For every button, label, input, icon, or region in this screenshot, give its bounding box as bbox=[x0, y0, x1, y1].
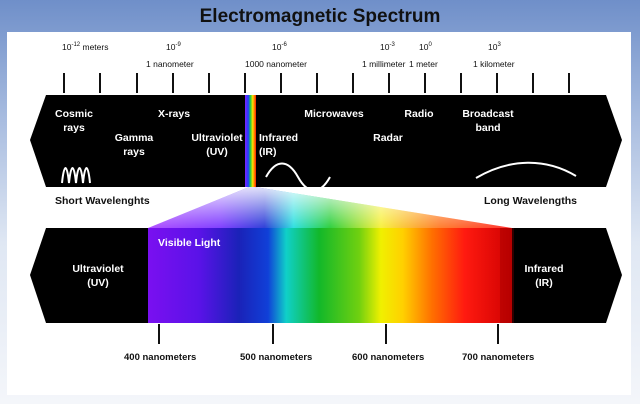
microwaves-label: Microwaves bbox=[304, 108, 364, 120]
top-infrared-label: Infrared(IR) bbox=[259, 132, 299, 158]
scale-tick bbox=[352, 73, 354, 93]
scale-exp-millimeter: 10-3 bbox=[380, 42, 395, 52]
scale-exp-kilometer: 103 bbox=[488, 42, 501, 52]
nm-label-600: 600 nanometers bbox=[352, 352, 425, 363]
scale-tick bbox=[208, 73, 210, 93]
nm-label-400: 400 nanometers bbox=[124, 352, 197, 363]
nm-tick bbox=[385, 324, 387, 344]
page-title: Electromagnetic Spectrum bbox=[199, 6, 441, 27]
nm-tick bbox=[272, 324, 274, 344]
scale-tick bbox=[99, 73, 101, 93]
scale-label-meter: 1 meter bbox=[409, 59, 438, 69]
bottom-infrared-label: Infrared(IR) bbox=[524, 263, 564, 289]
scale-tick bbox=[388, 73, 390, 93]
infrared-wave-icon bbox=[265, 162, 331, 192]
long-wavelengths-label: Long Wavelengths bbox=[484, 195, 577, 207]
scale-label-millimeter: 1 millimeter bbox=[362, 59, 406, 69]
scale-tick bbox=[568, 73, 570, 93]
radar-label: Radar bbox=[373, 132, 403, 144]
xrays-label: X-rays bbox=[157, 108, 191, 120]
scale-tick bbox=[532, 73, 534, 93]
scale-exp-nanometer: 10-9 bbox=[166, 42, 181, 52]
scale-tick bbox=[63, 73, 65, 93]
long-wave-icon bbox=[475, 161, 577, 179]
scale-label-picometer: 10-12 meters bbox=[62, 42, 109, 52]
scale-tick bbox=[316, 73, 318, 93]
nm-label-700: 700 nanometers bbox=[462, 352, 535, 363]
visible-light-label: Visible Light bbox=[158, 237, 221, 249]
scale-label-kilometer: 1 kilometer bbox=[473, 59, 515, 69]
short-wave-icon bbox=[61, 167, 91, 184]
nm-tick bbox=[158, 324, 160, 344]
scale-label-micrometer: 1000 nanometer bbox=[245, 59, 307, 69]
scale-tick bbox=[496, 73, 498, 93]
scale-tick bbox=[172, 73, 174, 93]
scale-exp-meter: 100 bbox=[419, 42, 432, 52]
top-ultraviolet-label: Ultraviolet(UV) bbox=[191, 132, 243, 158]
scale-tick bbox=[280, 73, 282, 93]
bottom-ultraviolet-label: Ultraviolet(UV) bbox=[72, 263, 124, 289]
scale-tick bbox=[460, 73, 462, 93]
scale-label-nanometer: 1 nanometer bbox=[146, 59, 194, 69]
nm-tick bbox=[497, 324, 499, 344]
scale-tick bbox=[424, 73, 426, 93]
scale-exp-micrometer: 10-6 bbox=[272, 42, 287, 52]
nm-label-500: 500 nanometers bbox=[240, 352, 313, 363]
scale-tick bbox=[136, 73, 138, 93]
radio-label: Radio bbox=[404, 108, 434, 120]
short-wavelengths-label: Short Wavelenghts bbox=[55, 195, 150, 207]
scale-tick bbox=[244, 73, 246, 93]
